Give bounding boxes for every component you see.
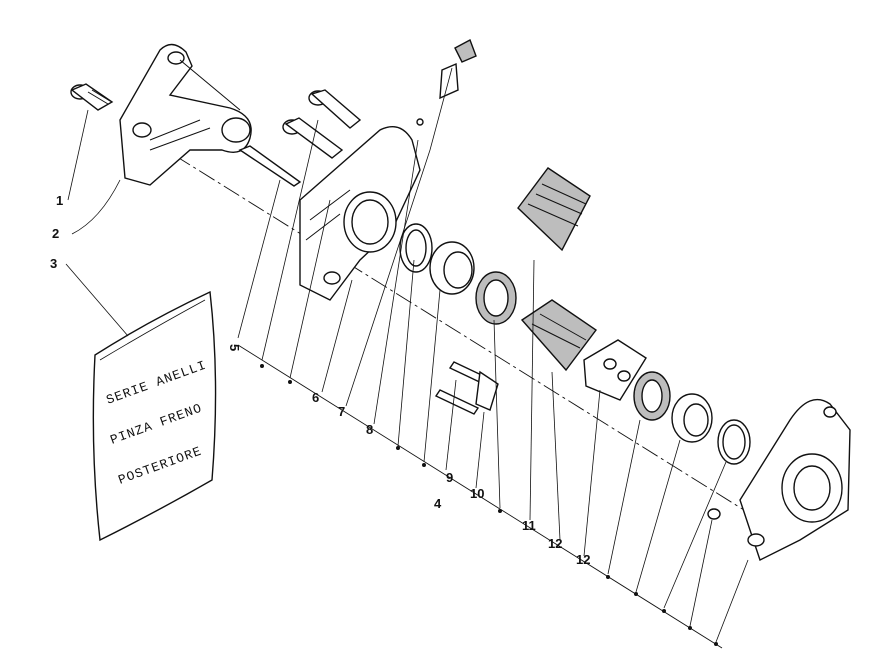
dust-seal: [475, 271, 517, 325]
spring-clip-part-10: [475, 370, 499, 411]
o-ring-2: [717, 419, 751, 465]
piston-seal-2: [633, 371, 671, 421]
callout-8: 8: [366, 422, 373, 437]
caliper-half-outer: [739, 398, 851, 561]
callout-5: 5: [227, 344, 242, 351]
piston-2: [671, 393, 713, 443]
callout-12a: 12: [548, 536, 562, 551]
bolt-part-1: [70, 83, 114, 111]
callout-7: 7: [338, 404, 345, 419]
piston-seal-part-8: [399, 223, 433, 273]
brake-pad-part-11: [517, 167, 591, 252]
callout-2: 2: [52, 226, 59, 241]
seal-kit-bag-part-3: SERIE ANELLI PINZA FRENO POSTERIORE: [92, 290, 217, 542]
caliper-bracket-part-2: [119, 43, 252, 186]
callout-baseline: [237, 344, 723, 649]
leader-lines: [65, 67, 749, 643]
caliper-half-part-6: [299, 126, 421, 301]
centre-axis: [149, 139, 761, 521]
callout-1: 1: [56, 193, 63, 208]
bleed-valve-part-7: [416, 39, 477, 126]
callout-10: 10: [470, 486, 484, 501]
callout-11: 11: [522, 518, 536, 533]
callout-12b: 12: [576, 552, 590, 567]
piston-part-4: [429, 241, 475, 295]
baseline-dots: [260, 364, 718, 646]
callout-3: 3: [50, 256, 57, 271]
small-o-ring: [707, 508, 721, 520]
brake-pad-part-12: [520, 299, 597, 372]
callout-4: 4: [434, 496, 442, 511]
callout-9: 9: [446, 470, 453, 485]
shim-plate-part-12: [583, 339, 647, 401]
callout-6: 6: [312, 390, 319, 405]
